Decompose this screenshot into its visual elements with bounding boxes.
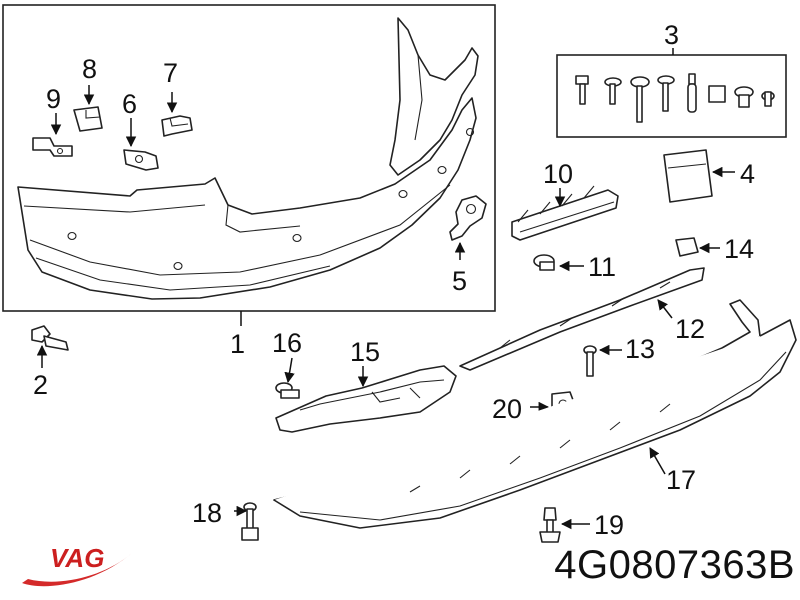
part-number: 4G0807363B [554, 543, 795, 587]
trim-strip-part-12[interactable] [459, 267, 705, 371]
callout-13: 13 [625, 334, 655, 364]
adhesive-pad-part-4[interactable] [663, 149, 713, 203]
callout-5: 5 [452, 266, 467, 296]
callout-9: 9 [46, 84, 61, 114]
fastener-kit-part-3[interactable] [575, 73, 775, 123]
callout-20: 20 [492, 394, 522, 424]
screw-part-16[interactable] [275, 382, 300, 399]
guide-rail-part-10[interactable] [511, 185, 619, 241]
bracket-part-7[interactable] [161, 115, 193, 137]
bracket-part-9[interactable] [32, 137, 73, 157]
callout-6: 6 [122, 89, 137, 119]
callout-17: 17 [666, 465, 696, 495]
callout-16: 16 [272, 328, 302, 358]
callout-18: 18 [192, 498, 222, 528]
callout-7: 7 [163, 58, 178, 88]
bumper-cover-part-1[interactable] [17, 17, 479, 300]
callout-10: 10 [543, 159, 573, 189]
callout-19: 19 [594, 510, 624, 540]
bracket-part-8[interactable] [73, 106, 103, 132]
callout-14: 14 [724, 234, 754, 264]
diffuser-part-17[interactable] [273, 299, 797, 529]
bolt-part-19[interactable] [539, 507, 561, 543]
logo-swoosh-icon [22, 553, 132, 587]
fastener-kit-frame [556, 54, 787, 138]
bolt-part-13[interactable] [583, 345, 597, 377]
screw-part-2[interactable] [31, 325, 69, 351]
bolt-part-18[interactable] [241, 502, 259, 541]
bracket-part-6[interactable] [123, 149, 159, 171]
callout-8: 8 [82, 54, 97, 84]
screw-part-11[interactable] [533, 254, 555, 271]
callout-4: 4 [740, 159, 755, 189]
callout-2: 2 [33, 370, 48, 400]
sensor-holder-part-5[interactable] [449, 195, 487, 241]
clip-part-14[interactable] [675, 237, 699, 257]
logo-text: VAG [50, 543, 104, 573]
bracket-part-15[interactable] [275, 365, 457, 433]
callout-15: 15 [350, 337, 380, 367]
callout-1: 1 [230, 329, 245, 359]
vag-logo: VAG [22, 543, 132, 587]
callout-12: 12 [675, 314, 705, 344]
callout-11: 11 [588, 252, 616, 282]
detail-frame [2, 4, 496, 312]
callout-3: 3 [664, 20, 679, 50]
